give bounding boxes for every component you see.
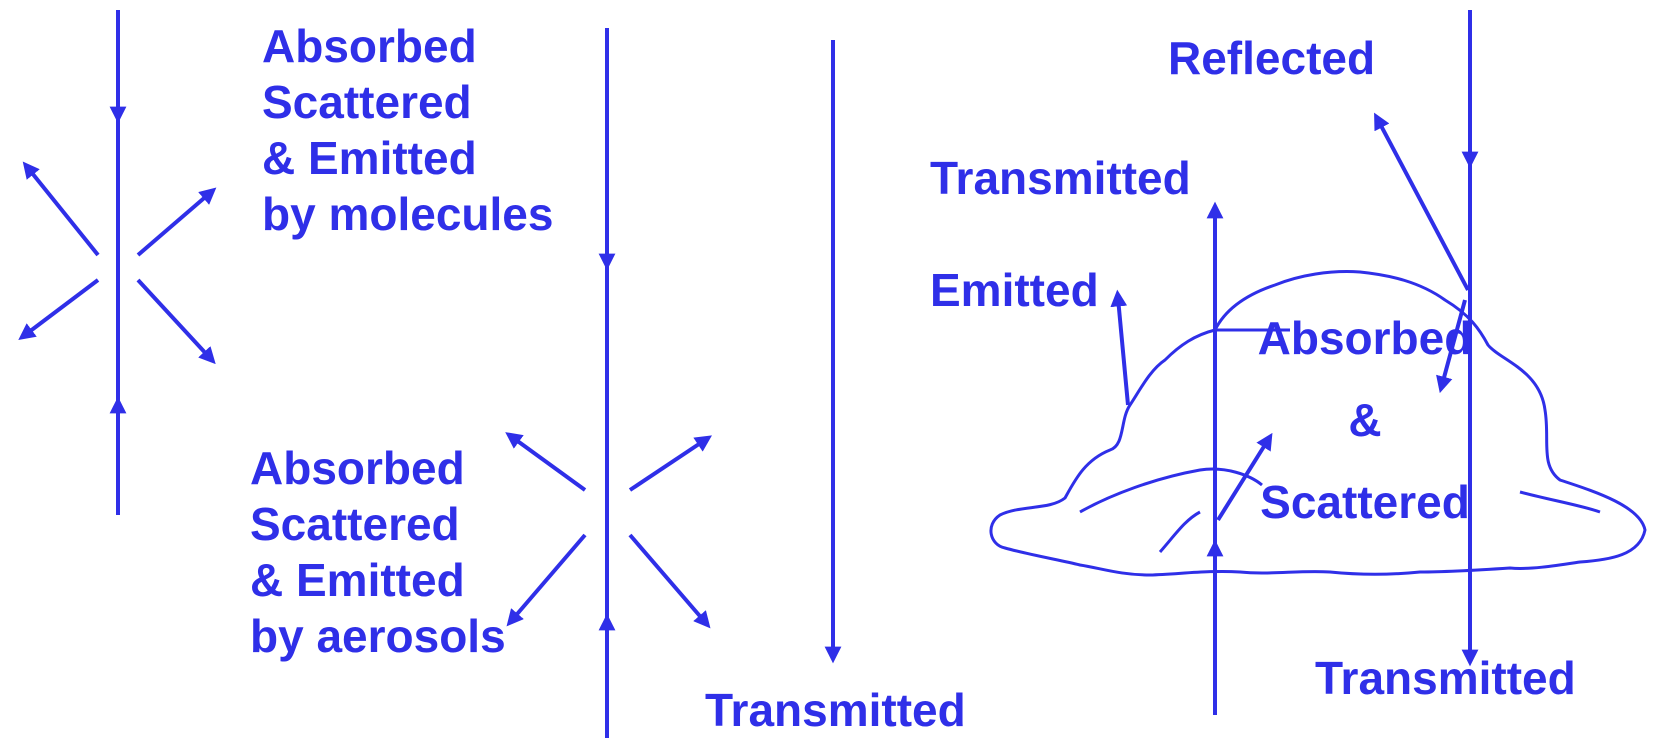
aerosol-scatter-lower-right xyxy=(630,535,705,622)
emitted-label: Emitted xyxy=(930,262,1099,318)
aerosol-scatter-lower-left xyxy=(512,535,585,620)
aerosols-label-line-1: Absorbed xyxy=(250,440,506,496)
cloud-inner-curve-icon xyxy=(1160,512,1200,552)
aerosols-label-line-2: Scattered xyxy=(250,496,506,552)
transmitted-upward-label: Transmitted xyxy=(930,150,1191,206)
cloud-label-line-1: Absorbed xyxy=(1250,310,1480,366)
aerosol-scatter-upper-right xyxy=(630,440,705,490)
aerosols-label-line-4: by aerosols xyxy=(250,608,506,664)
molecules-label-line-4: by molecules xyxy=(262,186,553,242)
molecules-label-line-1: Absorbed xyxy=(262,18,553,74)
transmitted-below-cloud-label: Transmitted xyxy=(1315,650,1576,706)
molecule-scatter-lower-left xyxy=(25,280,98,335)
molecules-label: Absorbed Scattered & Emitted by molecule… xyxy=(262,18,553,242)
molecules-label-line-3: & Emitted xyxy=(262,130,553,186)
cloud-label: Absorbed & Scattered xyxy=(1250,310,1480,530)
molecule-scatter-lower-right xyxy=(138,280,210,358)
aerosols-label-line-3: & Emitted xyxy=(250,552,506,608)
cloud-right-fold-icon xyxy=(1520,492,1600,512)
reflected-label: Reflected xyxy=(1168,30,1375,86)
aerosols-label: Absorbed Scattered & Emitted by aerosols xyxy=(250,440,506,664)
molecule-scatter-upper-right xyxy=(138,193,210,255)
transmitted-clear-label: Transmitted xyxy=(705,682,966,738)
molecules-label-line-2: Scattered xyxy=(262,74,553,130)
molecule-interaction xyxy=(25,10,210,515)
emitted-arrow xyxy=(1118,298,1128,405)
cloud-label-line-2: & xyxy=(1250,392,1480,448)
aerosol-scatter-upper-left xyxy=(512,437,585,490)
molecule-scatter-upper-left xyxy=(28,168,98,255)
reflected-arrow xyxy=(1378,120,1468,290)
cloud-label-line-3: Scattered xyxy=(1250,474,1480,530)
